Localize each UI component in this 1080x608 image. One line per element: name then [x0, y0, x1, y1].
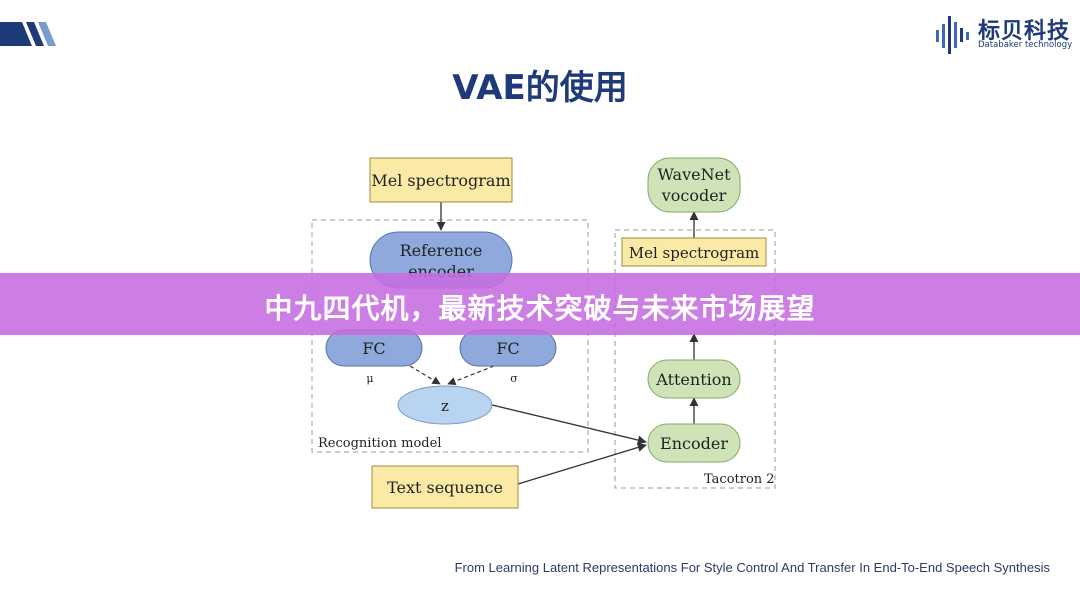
fc-mu-label: FC	[362, 339, 385, 358]
tacotron-label: Tacotron 2	[704, 472, 775, 487]
wavenet-line2: vocoder	[661, 186, 727, 205]
sound-wave-icon	[936, 16, 969, 54]
banner-text: 中九四代机，最新技术突破与未来市场展望	[264, 292, 816, 325]
mel-spectrogram-input-label: Mel spectrogram	[371, 171, 510, 190]
z-latent-node	[397, 385, 493, 425]
mel-spectrogram-input-box	[369, 157, 513, 203]
corner-stripes-decoration	[0, 22, 56, 46]
encoder-label: Encoder	[660, 434, 728, 453]
z-label: z	[441, 397, 449, 415]
company-logo: 标贝科技 Databaker technology	[934, 12, 1074, 56]
wavenet-vocoder-node	[647, 157, 741, 213]
mel-spectrogram-output-label: Mel spectrogram	[629, 244, 760, 262]
reference-encoder-line1: Reference	[400, 241, 483, 260]
sigma-label: σ	[510, 372, 518, 385]
attention-label: Attention	[655, 370, 731, 389]
text-sequence-label: Text sequence	[387, 478, 503, 497]
tacotron-group	[614, 229, 776, 489]
recognition-model-group	[311, 219, 589, 453]
attention-node	[647, 359, 741, 399]
source-caption: From Learning Latent Representations For…	[454, 560, 1050, 575]
logo-name-cn: 标贝科技	[978, 19, 1071, 44]
logo-name-en: Databaker technology	[978, 40, 1073, 50]
mu-label: μ	[366, 372, 373, 385]
headline-banner: 中九四代机，最新技术突破与未来市场展望	[0, 273, 1080, 335]
text-sequence-box	[371, 465, 519, 509]
mel-spectrogram-output-box	[621, 237, 767, 267]
vae-tacotron-diagram: Mel spectrogram Reference encoder FC FC …	[300, 150, 790, 520]
slide-title: VAE的使用	[452, 68, 628, 108]
wavenet-line1: WaveNet	[658, 165, 732, 184]
encoder-node	[647, 423, 741, 463]
recognition-model-label: Recognition model	[318, 436, 441, 451]
fc-sigma-label: FC	[496, 339, 519, 358]
